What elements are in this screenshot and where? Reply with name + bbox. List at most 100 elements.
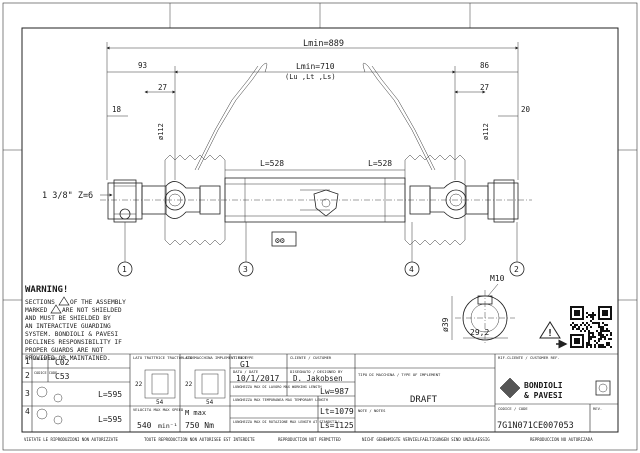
zone-ticks [3, 3, 637, 301]
left-dia-label: ø112 [157, 123, 165, 140]
tube-right-label: L=528 [368, 159, 392, 168]
tractor-22: 22 [135, 381, 143, 388]
lw-label: LUNGHEZZA MAX DI LAVORO MAX WORKING LENG… [233, 385, 322, 389]
right-dia-label: ø112 [482, 123, 490, 140]
safety-chains [194, 62, 436, 171]
section-detail: M10 ø39 29,2 [441, 274, 515, 345]
d29-label: 29,2 [470, 328, 489, 337]
callout-1: 1 [122, 265, 127, 274]
footer: VIETATE LE RIPRODUZIONI NON AUTORIZZATE … [24, 437, 593, 442]
dim-27-left: 27 27 [144, 83, 489, 94]
spline-note: 1 3/8" Z=6 [42, 191, 93, 201]
warning-line-0: SECTIONS [25, 299, 55, 306]
implement-side-cell: LATO MACCHINA IMPLEMENT SIDE 22 54 [183, 355, 248, 406]
right-offset-label: 86 [480, 61, 490, 70]
implement-notes-block: TIPO DI MACCHINA / TYPE OF IMPLEMENT NOT… [358, 372, 441, 413]
warning-inline-icon [58, 296, 70, 306]
brand-block: RIF.CLIENTE / CUSTOMER REF. BONDIOLI & P… [497, 355, 611, 431]
tractor-side-label: LATO TRATTRICE TRACTOR SIDE [133, 355, 195, 360]
left-yoke [107, 179, 221, 223]
callouts: 1 3 4 2 [117, 222, 525, 277]
footer-de: NICHT GENEHMIGTE VERVIELFAELTIGUNGEN SIN… [362, 437, 490, 442]
implement-side-label: LATO MACCHINA IMPLEMENT SIDE [183, 355, 248, 360]
shield-logo-icon [313, 189, 339, 217]
parts-row-2-label: CODICE CODE [34, 371, 57, 375]
customer-ref-label: RIF.CLIENTE / CUSTOMER REF. [498, 355, 560, 360]
mmax-label: M max [185, 409, 206, 417]
dim-18-20: 18 20 [107, 105, 531, 117]
warning-line-1: OF THE ASSEMBLY [70, 299, 126, 306]
ls-label: LUNGHEZZA MAX DI ROTAZIONE MAX LENGTH AT… [233, 420, 340, 424]
title-block-grid [22, 353, 618, 432]
parts-row-1-value: C02 [55, 358, 70, 367]
parts-row-4-icon [36, 408, 48, 420]
rotation-symbol [271, 231, 297, 247]
qr-code-icon [570, 306, 612, 348]
svg-text:!: ! [547, 328, 553, 339]
parts-table: 1 CODICE CODE C02 2 CODICE CODE C53 3 L=… [25, 357, 122, 425]
designed-by-value: D. Jakobsen [293, 374, 343, 383]
warning-title: WARNING! [25, 285, 68, 295]
parts-row-2-num: 2 [25, 371, 30, 380]
warning-line-9: PROVIDED OR MAINTAINED. [25, 355, 111, 362]
bp-logo-icon [499, 377, 521, 399]
lt-label: LUNGHEZZA MAX TEMPORANEA MAX TEMPORARY L… [233, 398, 328, 402]
left-offset-label: 93 [138, 61, 147, 70]
notes-label: NOTE / NOTES [358, 408, 386, 413]
footer-es: REPRODUCCION NO AUTORIZADA [530, 437, 593, 442]
parts-row-1-num: 1 [25, 357, 30, 366]
warning-line-5: AN INTERACTIVE GUARDING [25, 323, 111, 330]
implement-54: 54 [206, 399, 214, 406]
dim-lmin-mid: Lmin=710 (Lu ,Lt ,Ls) 93 86 [107, 61, 518, 180]
d39-label: ø39 [441, 317, 450, 332]
callout-4: 4 [409, 265, 414, 274]
tube-length-dims: L=528 L=528 [225, 159, 405, 171]
shield-logo-dot [321, 198, 331, 208]
callout-3: 3 [243, 265, 248, 274]
warning-line-3: ARE NOT SHIELDED [62, 307, 122, 314]
rev-label: REV. [593, 406, 602, 411]
code-value: 7G1N071CE007053 [497, 421, 574, 431]
speed-label: VELOCITA MAX MAX SPEED [133, 407, 184, 412]
bp-mark-icon [595, 380, 611, 396]
warning-line-4: AND MUST BE SHIELDED BY [25, 315, 111, 322]
ls-value: Ls=1125 [320, 421, 354, 430]
tubes [224, 177, 406, 223]
type-value: G1 [240, 360, 250, 369]
parts-row-1-label: CODICE CODE [34, 357, 57, 361]
speed-value: 540 [137, 421, 152, 430]
warning-line-6: SYSTEM. BONDIOLI & PAVESI [25, 331, 118, 338]
parts-row-3-num: 3 [25, 389, 30, 398]
right-yoke [409, 179, 519, 223]
footer-en: REPRODUCTION NOT PERMITTED [278, 437, 341, 442]
tube-left-label: L=528 [260, 159, 284, 168]
footer-it: VIETATE LE RIPRODUZIONI NON AUTORIZZATE [24, 437, 119, 442]
implement-type-label: TIPO DI MACCHINA / TYPE OF IMPLEMENT [358, 372, 441, 377]
lt-value: Lt=1079 [320, 407, 354, 416]
right-27-label: 27 [480, 83, 489, 92]
parts-row-4-value: L=595 [98, 415, 122, 424]
warning-triangle-icon: ! [539, 321, 561, 339]
parts-row-3-value: L=595 [98, 390, 122, 399]
speed-torque: VELOCITA MAX MAX SPEED 540 min⁻¹ M max 7… [133, 407, 214, 430]
mmax-value: 750 Nm [185, 421, 214, 430]
date-label: DATA / DATE [233, 369, 259, 374]
warning-line-7: DECLINES RESPONSIBILITY IF [25, 339, 122, 346]
code-label: CODICE / CODE [498, 406, 528, 411]
parts-row-4-num: 4 [25, 407, 30, 416]
warning-inline-icon-2 [50, 304, 62, 314]
implement-22: 22 [185, 381, 193, 388]
right-20-label: 20 [521, 105, 531, 114]
brand-line-1: BONDIOLI [524, 381, 563, 390]
customer-label: CLIENTE / CUSTOMER [290, 355, 332, 360]
warning-body: SECTIONS OF THE ASSEMBLY MARKED ARE NOT … [25, 296, 126, 362]
lmin-mid-sub: (Lu ,Lt ,Ls) [285, 73, 336, 81]
lmin-total-label: Lmin=889 [303, 39, 344, 49]
parts-row-3-icon-2 [53, 393, 63, 403]
draft-label: DRAFT [410, 395, 438, 405]
rotation-symbol-glyph: ⚙⚙ [275, 236, 285, 245]
warning-line-2: MARKED [25, 307, 48, 314]
dim-lmin-total: Lmin=889 [106, 39, 519, 180]
m10-label: M10 [490, 274, 505, 283]
